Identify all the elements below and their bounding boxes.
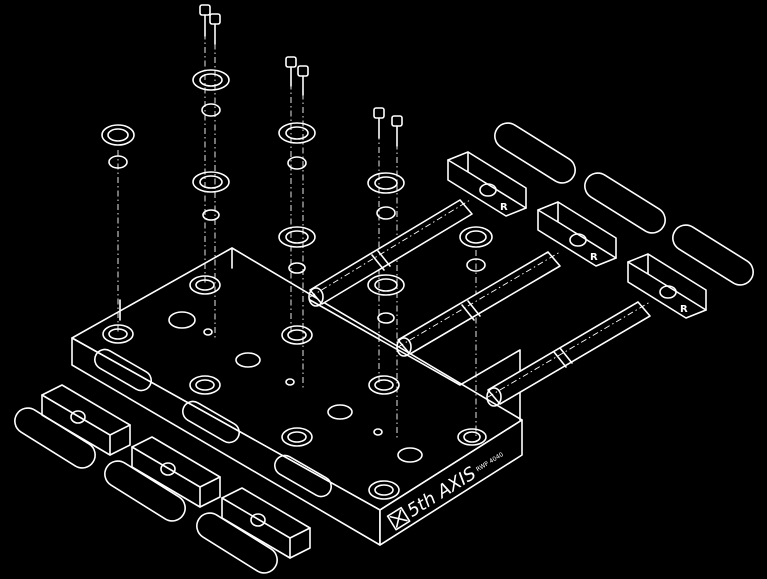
gasket — [672, 224, 754, 286]
clamp-block-l1 — [41, 384, 131, 456]
left-clamp-blocks — [41, 384, 311, 559]
hole — [368, 375, 400, 395]
hole — [168, 311, 196, 329]
hole — [189, 275, 221, 295]
hole — [368, 480, 400, 500]
pin-hole — [373, 428, 383, 436]
o-ring — [376, 206, 396, 220]
o-ring — [377, 312, 395, 324]
right-gaskets — [494, 122, 754, 286]
hole-inner — [287, 329, 307, 341]
gasket — [196, 512, 278, 574]
logo-box-icon — [386, 506, 411, 531]
locator-ring — [459, 226, 493, 248]
hole — [327, 404, 353, 420]
o-ring — [201, 103, 221, 117]
right-clamp-blocks: R R R — [447, 151, 707, 319]
hole — [235, 352, 261, 368]
o-ring — [287, 156, 307, 170]
cap-screw — [297, 65, 309, 77]
shaft-3 — [486, 301, 651, 407]
spherical-washer — [367, 172, 405, 194]
cap-screw — [285, 56, 297, 68]
locator-ring — [101, 124, 135, 146]
hole — [397, 447, 423, 463]
hole — [281, 325, 313, 345]
hole-inner — [374, 484, 394, 496]
o-ring — [108, 155, 128, 169]
shaft-1 — [308, 199, 473, 307]
pin-hole — [285, 378, 295, 386]
hole-inner — [287, 431, 307, 443]
clamp-block-r3: R — [627, 253, 707, 319]
gasket — [104, 460, 186, 522]
clamp-block-l3 — [221, 487, 311, 559]
left-gaskets — [14, 407, 278, 574]
front-face-slots — [94, 348, 332, 498]
hole — [457, 428, 487, 446]
gasket — [584, 172, 666, 234]
base-plate-side-face — [379, 419, 523, 546]
side-label: R — [680, 304, 688, 315]
cap-screw — [199, 4, 211, 16]
slot-3 — [274, 454, 332, 498]
screw-stack-2 — [278, 56, 316, 390]
hole-inner — [195, 379, 215, 391]
clamp-block-r1: R — [447, 151, 527, 217]
o-ring — [288, 262, 306, 274]
screw-stack-1 — [192, 4, 230, 340]
shaft-2 — [396, 251, 561, 357]
spherical-washer — [278, 122, 316, 144]
side-label: R — [590, 252, 598, 263]
gasket — [14, 407, 96, 469]
hole-inner — [463, 431, 481, 443]
cap-screw — [391, 115, 403, 127]
clamp-block-r2: R — [537, 201, 617, 267]
slot-1 — [94, 348, 152, 392]
side-label: R — [500, 202, 508, 213]
clamp-block-l2 — [131, 436, 221, 508]
screw-stack-3 — [367, 107, 405, 440]
slot-2 — [182, 400, 240, 444]
logo-x-icon — [389, 509, 408, 528]
hole-inner — [374, 379, 394, 391]
hole — [102, 324, 134, 344]
base-plate: 5th AXIS RWP 4040 — [71, 247, 523, 546]
spherical-washer — [192, 69, 230, 91]
cap-screw — [373, 107, 385, 119]
spherical-washer — [192, 171, 230, 193]
locator-stack — [101, 124, 493, 437]
spherical-washer — [367, 274, 405, 296]
top-face-holes — [102, 275, 487, 500]
spherical-washer — [278, 226, 316, 248]
o-ring — [202, 209, 220, 221]
o-ring — [466, 258, 486, 272]
gasket — [494, 122, 576, 184]
hole — [281, 427, 313, 447]
cap-screw — [209, 13, 221, 25]
shafts — [308, 199, 651, 407]
hole — [189, 375, 221, 395]
pin-hole — [203, 328, 213, 336]
